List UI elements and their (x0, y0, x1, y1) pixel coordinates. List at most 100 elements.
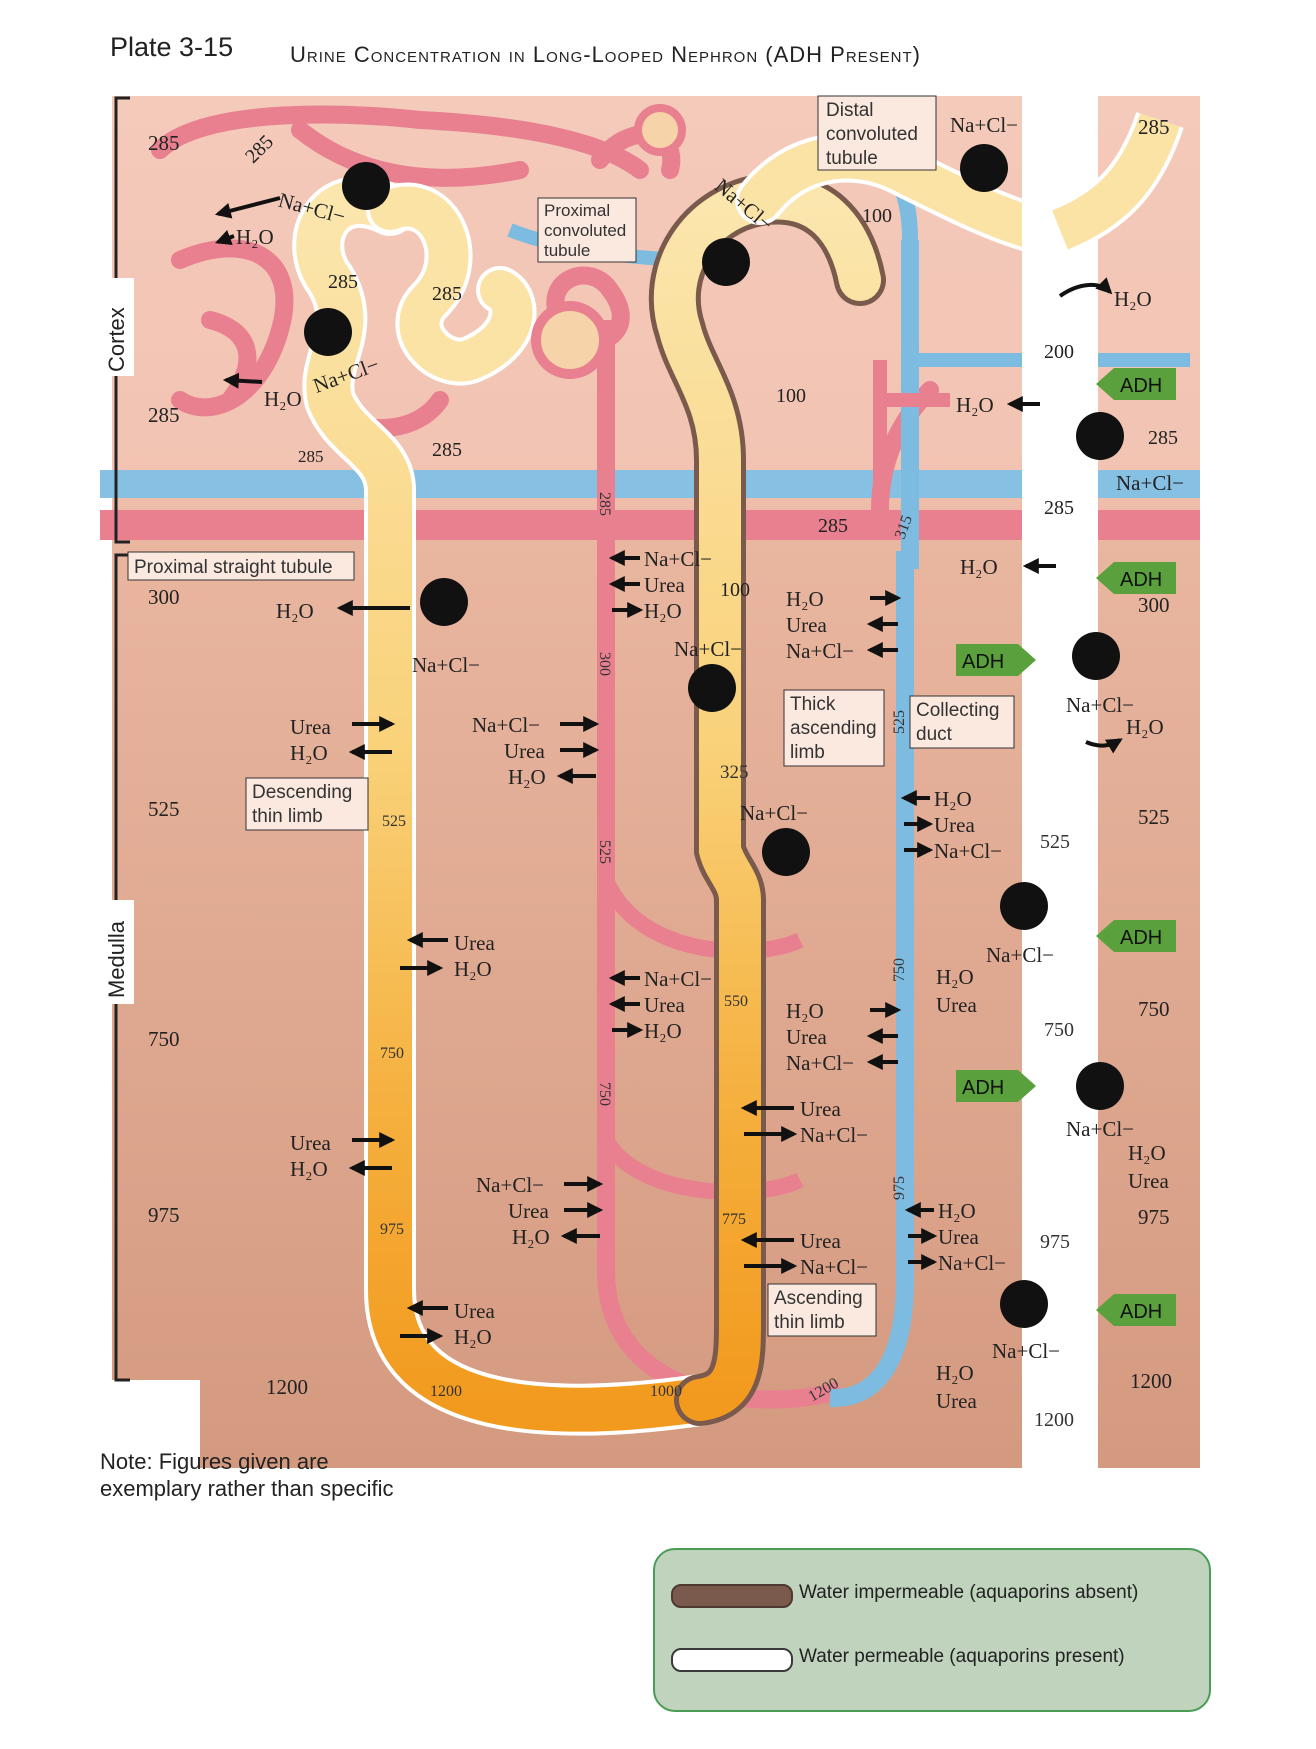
dtl-label-2: thin limb (252, 806, 323, 827)
flux-urea-vr1: Urea (644, 573, 685, 597)
red-300: 300 (596, 652, 613, 676)
transporter-tal-1 (702, 238, 750, 286)
dtl-975: 975 (380, 1221, 404, 1238)
flux-h2o-vr3: H₂O (644, 1019, 682, 1043)
flux-urea-dtl4: Urea (454, 1299, 495, 1323)
flux-nacl-vr1: Na+Cl− (644, 547, 712, 571)
red-285: 285 (596, 492, 613, 516)
atl-box (767, 1283, 877, 1337)
legend-permeable-label: Water permeable (aquaporins present) (799, 1646, 1125, 1667)
cd-label-1: Collecting (916, 700, 999, 721)
dct-box (817, 95, 937, 171)
cortex-value-b: 285 (328, 271, 358, 293)
flux-h2o-dtl2: H₂O (454, 957, 492, 981)
glomerulus (531, 301, 609, 379)
cortex-value-d: 285 (298, 447, 324, 466)
flux-urea-tal5: Urea (800, 1229, 841, 1253)
blue-750: 750 (891, 958, 908, 982)
flux-nacl-vr3: Na+Cl− (644, 967, 712, 991)
flux-nacl-cd2: Na+Cl− (1116, 471, 1184, 495)
dtl-750: 750 (380, 1045, 404, 1062)
cortex-label: Cortex (104, 307, 129, 372)
tal-325: 325 (720, 762, 749, 783)
dct-label-3: tubule (826, 148, 878, 169)
adh-label-4: ADH (1120, 927, 1162, 949)
flux-nacl-cd7: Na+Cl− (992, 1339, 1060, 1363)
tal-775: 775 (722, 1211, 746, 1228)
blue-975: 975 (891, 1176, 908, 1200)
flux-h2o-dtl4: H₂O (454, 1325, 492, 1349)
dtl-1200: 1200 (430, 1383, 462, 1400)
flux-urea-dtl3: Urea (290, 1131, 331, 1155)
atl-label-1: Ascending (774, 1288, 863, 1309)
arcuate-vein (100, 470, 1200, 498)
atl-label-2: thin limb (774, 1312, 845, 1333)
loop-top-value: 100 (862, 205, 892, 227)
left-osm-3: 300 (148, 585, 180, 609)
flux-nacl-tal4: Na+Cl− (800, 1123, 868, 1147)
tal-1000: 1000 (650, 1383, 682, 1400)
flux-urea-avr3: Urea (934, 813, 975, 837)
flux-h2o-pct2: H₂O (264, 387, 302, 411)
flux-urea-tal4: Urea (800, 1097, 841, 1121)
flux-h2o-avr2: H₂O (786, 999, 824, 1023)
flux-h2o-avr3: H₂O (934, 787, 972, 811)
flux-urea-cd5: Urea (936, 993, 977, 1017)
transporter-tal-3 (762, 828, 810, 876)
cortical-artery-branch (873, 360, 950, 510)
medulla-label: Medulla (104, 920, 129, 998)
flux-urea-avr1: Urea (786, 613, 827, 637)
transporter-cd-5 (1000, 1280, 1048, 1328)
legend: Water impermeable (aquaporins absent) Wa… (653, 1548, 1211, 1712)
red-525: 525 (596, 840, 613, 864)
legend-swatch-permeable (671, 1648, 793, 1672)
right-osm-2: 300 (1138, 593, 1170, 617)
pct-box (537, 197, 637, 263)
flux-h2o-cd4: H₂O (1126, 715, 1164, 739)
cd-285a-value: 285 (1148, 427, 1178, 449)
flux-urea-avr4: Urea (938, 1225, 979, 1249)
adh-arrow-5 (956, 1070, 1036, 1102)
flux-h2o-cd5: H₂O (936, 965, 974, 989)
page-title: Urine Concentration in Long-Looped Nephr… (290, 42, 921, 67)
left-osm-2: 285 (148, 403, 180, 427)
flux-arrows (214, 196, 1123, 1344)
dct-label-1: Distal (826, 100, 874, 121)
flux-urea-dtl2: Urea (454, 931, 495, 955)
right-osm-4: 750 (1138, 997, 1170, 1021)
vasa-recta-loop-1 (598, 876, 804, 960)
adh-arrow-4 (1096, 920, 1176, 952)
transporter-pst (420, 578, 468, 626)
transporter-cd-2 (1072, 632, 1120, 680)
cd-box (909, 695, 1015, 749)
cd-1200: 1200 (1034, 1409, 1074, 1431)
flux-urea-vr3: Urea (644, 993, 685, 1017)
flux-nacl-cd5: Na+Cl− (986, 943, 1054, 967)
cortex-value-e: 285 (432, 439, 462, 461)
flux-h2o-avr1: H₂O (786, 587, 824, 611)
flux-nacl-avr2: Na+Cl− (786, 1051, 854, 1075)
flux-nacl-tal3: Na+Cl− (740, 801, 808, 825)
flux-nacl-pst: Na+Cl− (412, 653, 480, 677)
pct-label-1: Proximal (544, 201, 610, 220)
flux-nacl-avr3: Na+Cl− (934, 839, 1002, 863)
flux-h2o-cd1: H₂O (1114, 287, 1152, 311)
left-osm-5: 750 (148, 1027, 180, 1051)
flux-h2o-cd3: H₂O (960, 555, 998, 579)
flux-nacl-tal2: Na+Cl− (674, 637, 742, 661)
tal-label-2: ascending (790, 718, 877, 739)
transporter-pct-2 (304, 308, 352, 356)
flux-h2o-pst: H₂O (276, 599, 314, 623)
transporter-dct (960, 144, 1008, 192)
adh-arrow-6 (1096, 1294, 1176, 1326)
right-osm-1: 285 (1138, 115, 1170, 139)
adh-label-6: ADH (1120, 1301, 1162, 1323)
right-osm-3: 525 (1138, 805, 1170, 829)
adh-arrows: ADH ADH ADH ADH ADH ADH (956, 368, 1176, 1326)
flux-urea-cd7: Urea (936, 1389, 977, 1413)
pst-box (127, 551, 355, 581)
transporter-cd-1 (1076, 412, 1124, 460)
blue-525: 525 (891, 710, 908, 734)
pst-label: Proximal straight tubule (134, 557, 333, 578)
